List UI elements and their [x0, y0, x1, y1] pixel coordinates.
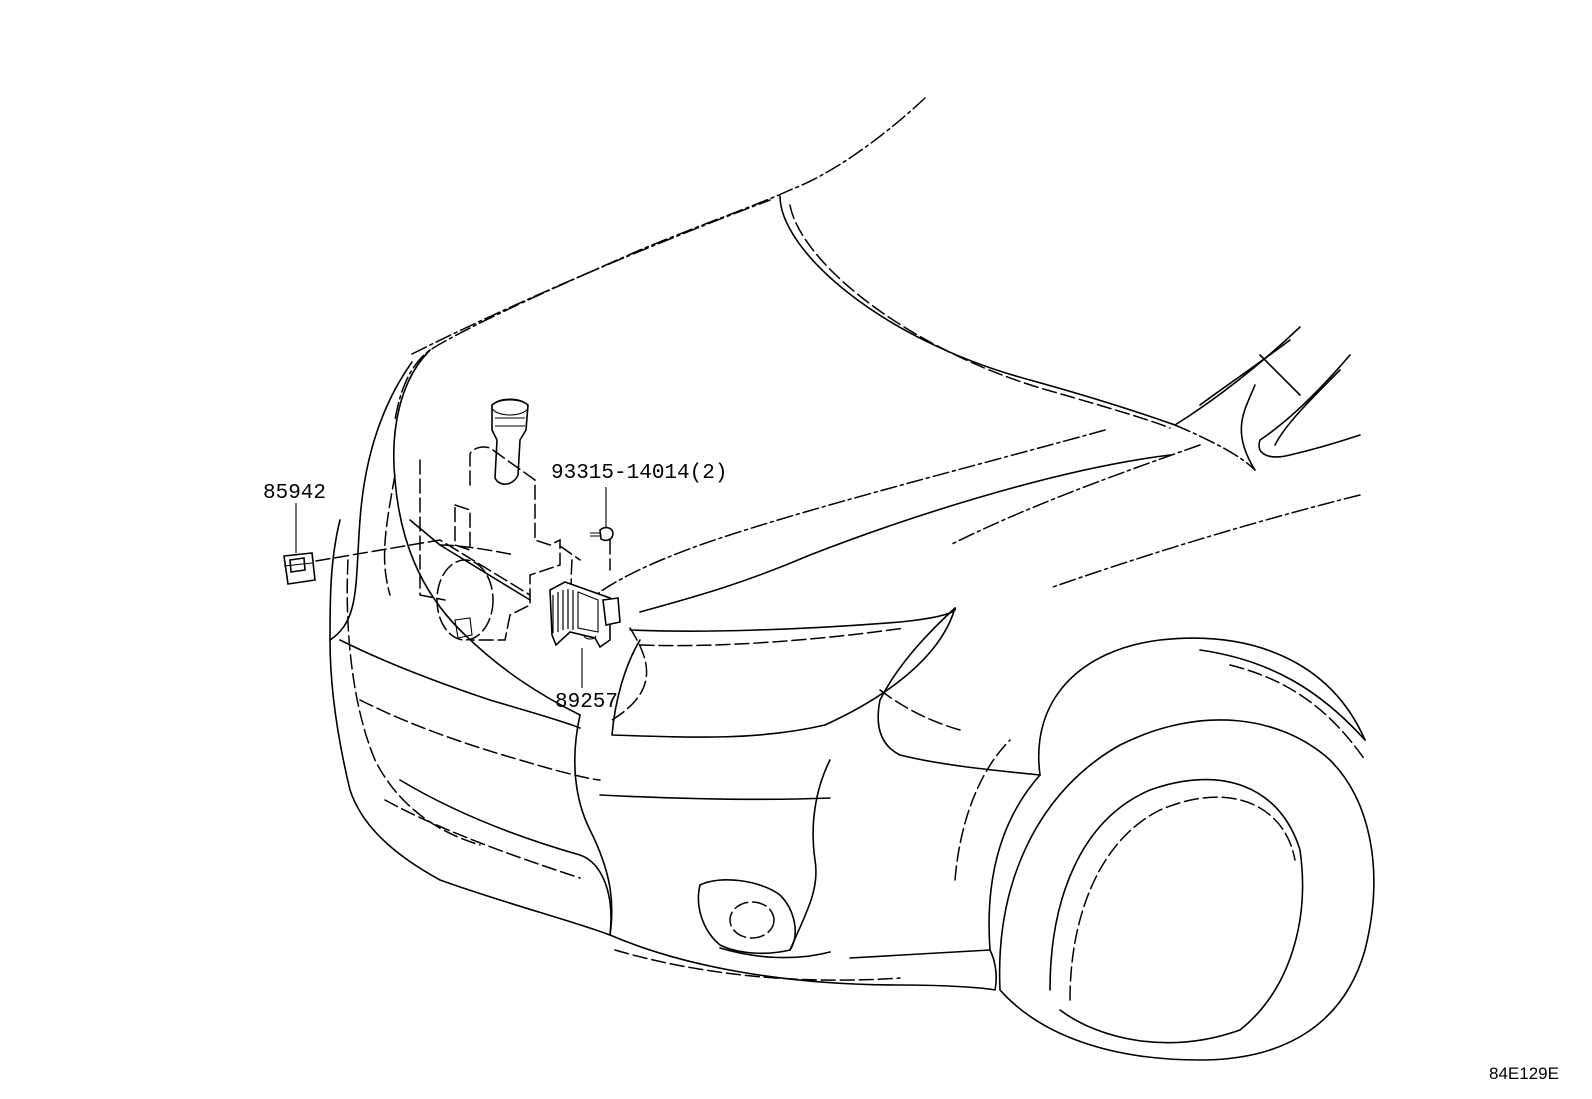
leader-85942-connection	[315, 539, 531, 596]
callout-85942[interactable]: 85942	[263, 482, 326, 505]
callout-93315-14014[interactable]: 93315-14014(2)	[551, 462, 727, 485]
car-body-outline	[329, 97, 1375, 1061]
part-93315-bolt[interactable]	[590, 526, 614, 542]
callout-89257[interactable]: 89257	[555, 691, 618, 714]
part-89257-module[interactable]	[549, 581, 621, 649]
diagram-code: 84E129E	[1489, 1064, 1559, 1083]
part-85942[interactable]	[283, 552, 316, 585]
washer-tank-phantom	[409, 398, 611, 641]
